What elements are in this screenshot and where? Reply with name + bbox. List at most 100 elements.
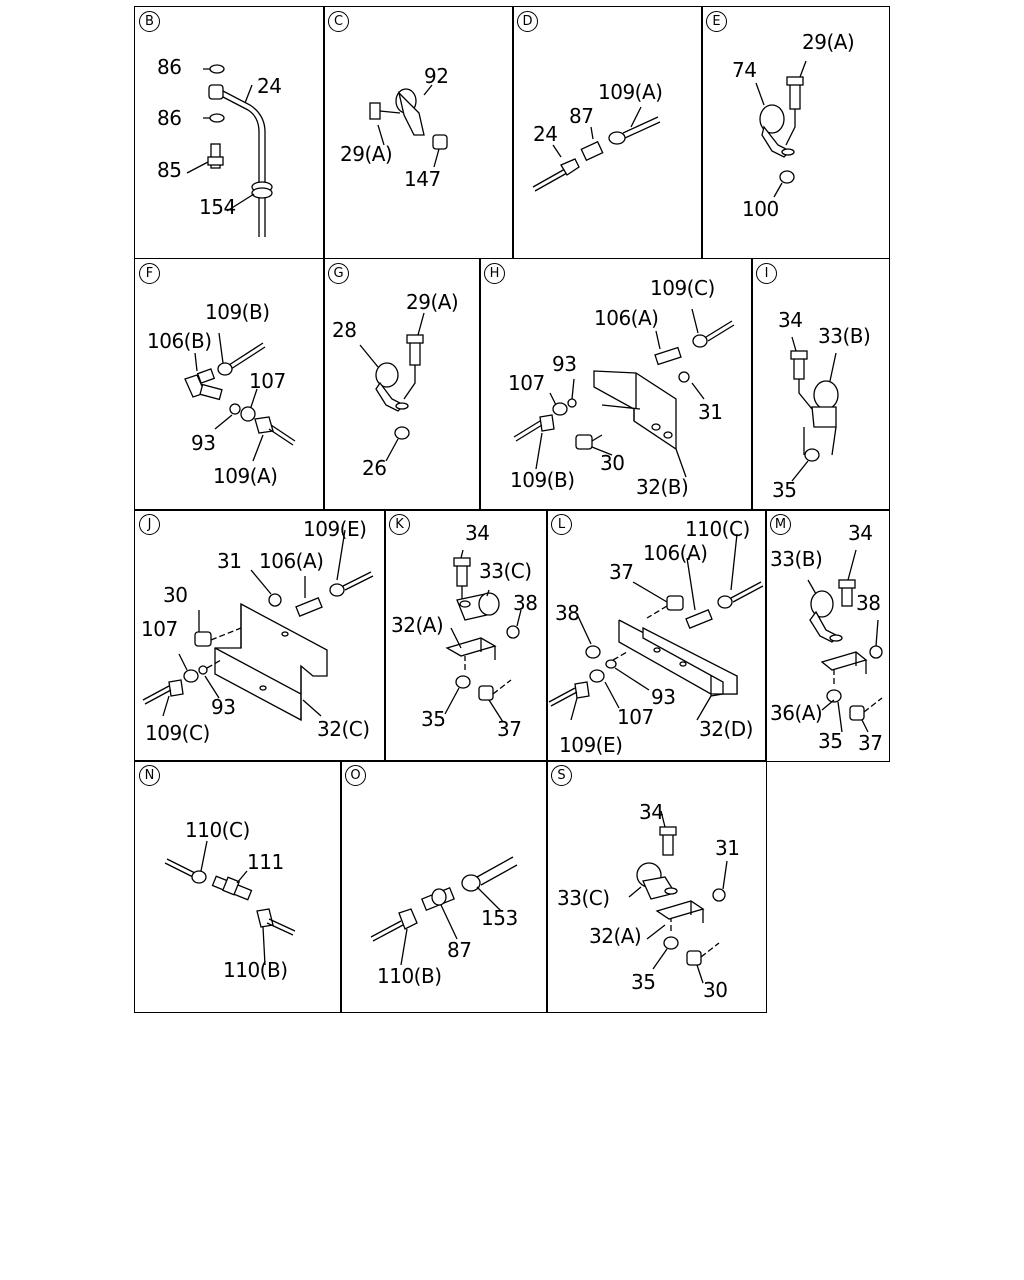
pipe-assembly-drawing <box>186 64 273 237</box>
callout-label: 86 <box>157 106 182 130</box>
bracket-assembly-drawing <box>513 308 735 478</box>
callout-label: 26 <box>362 456 387 480</box>
callout-label: 34 <box>848 521 873 545</box>
callout-label: 109(B) <box>510 468 575 492</box>
callout-label: 33(C) <box>557 886 610 910</box>
clamp-assembly-drawing <box>790 336 839 482</box>
callout-label: 106(A) <box>643 541 708 565</box>
callout-label: 31 <box>715 836 740 860</box>
callout-label: 37 <box>609 560 634 584</box>
callout-label: 93 <box>552 352 577 376</box>
panel-m: M 34 33(B) 38 36(A) 35 37 <box>765 509 890 762</box>
panel-i: I 34 33(B) 35 <box>751 258 890 511</box>
panel-letter: O <box>345 765 366 786</box>
callout-label: 111 <box>247 850 284 874</box>
callout-label: 86 <box>157 55 182 79</box>
panel-n: N 110(C) 111 110(B) <box>134 760 342 1013</box>
callout-label: 92 <box>424 64 449 88</box>
callout-label: 109(C) <box>145 721 210 745</box>
clamp-bracket-drawing <box>628 810 728 984</box>
panel-e: E 29(A) 74 100 <box>701 6 890 259</box>
callout-label: 28 <box>332 318 357 342</box>
panel-f: F 109(B) 106(B) 107 93 109(A) <box>134 258 325 511</box>
panel-letter: I <box>756 263 777 284</box>
panel-letter: E <box>706 11 727 32</box>
callout-label: 38 <box>555 601 580 625</box>
clamp-bracket-drawing <box>807 549 883 733</box>
callout-label: 35 <box>631 970 656 994</box>
callout-label: 33(C) <box>479 559 532 583</box>
callout-label: 106(A) <box>259 549 324 573</box>
callout-label: 29(A) <box>802 30 855 54</box>
panel-h: H 109(C) 106(A) 93 107 31 30 109(B) 32(B… <box>479 258 753 511</box>
callout-label: 30 <box>703 978 728 1002</box>
clamp-assembly-drawing <box>755 60 807 198</box>
callout-label: 24 <box>533 122 558 146</box>
callout-label: 32(A) <box>589 924 642 948</box>
callout-label: 93 <box>651 685 676 709</box>
callout-label: 93 <box>211 695 236 719</box>
callout-label: 74 <box>732 58 757 82</box>
callout-label: 30 <box>600 451 625 475</box>
callout-label: 29(A) <box>340 142 393 166</box>
panel-s: S 34 31 33(C) 32(A) 35 30 <box>546 760 767 1013</box>
callout-label: 93 <box>191 431 216 455</box>
callout-label: 29(A) <box>406 290 459 314</box>
callout-label: 109(B) <box>205 300 270 324</box>
callout-label: 153 <box>481 906 518 930</box>
panel-o: O 153 87 110(B) <box>340 760 548 1013</box>
callout-label: 36(A) <box>770 701 823 725</box>
panel-d: D 109(A) 87 24 <box>512 6 703 259</box>
callout-label: 34 <box>465 521 490 545</box>
callout-label: 107 <box>249 369 286 393</box>
callout-label: 34 <box>639 800 664 824</box>
fitting-assembly-drawing <box>532 106 661 192</box>
callout-label: 85 <box>157 158 182 182</box>
callout-label: 37 <box>858 731 883 755</box>
callout-label: 34 <box>778 308 803 332</box>
clamp-bracket-drawing <box>444 549 522 723</box>
callout-label: 32(D) <box>699 717 753 741</box>
callout-label: 109(E) <box>303 517 367 541</box>
panel-letter: L <box>551 514 572 535</box>
callout-label: 31 <box>698 400 723 424</box>
panel-letter: D <box>517 11 538 32</box>
panel-g: G 29(A) 28 26 <box>323 258 481 511</box>
callout-label: 147 <box>404 167 441 191</box>
callout-label: 154 <box>199 195 236 219</box>
callout-label: 38 <box>856 591 881 615</box>
callout-label: 24 <box>257 74 282 98</box>
panel-letter: K <box>389 514 410 535</box>
panel-letter: J <box>139 514 160 535</box>
callout-label: 106(B) <box>147 329 212 353</box>
callout-label: 35 <box>772 478 797 502</box>
callout-label: 107 <box>141 617 178 641</box>
callout-label: 109(E) <box>559 733 623 757</box>
panel-letter: H <box>484 263 505 284</box>
panel-c: C 92 29(A) 147 <box>323 6 514 259</box>
callout-label: 110(B) <box>377 964 442 988</box>
clamp-assembly-drawing <box>359 312 425 462</box>
callout-label: 30 <box>163 583 188 607</box>
panel-letter: B <box>139 11 160 32</box>
panel-k: K 34 33(C) 38 32(A) 35 37 <box>384 509 548 762</box>
panel-letter: G <box>328 263 349 284</box>
callout-label: 37 <box>497 717 522 741</box>
panel-l: L 110(C) 106(A) 37 38 93 107 109(E) 32(D… <box>546 509 767 762</box>
bracket-assembly-drawing <box>142 529 374 722</box>
bracket-assembly-drawing <box>548 533 764 721</box>
callout-label: 107 <box>508 371 545 395</box>
callout-label: 110(C) <box>685 517 750 541</box>
callout-label: 109(A) <box>213 464 278 488</box>
callout-label: 31 <box>217 549 242 573</box>
callout-label: 106(A) <box>594 306 659 330</box>
panel-j: J 109(E) 31 106(A) 30 107 93 109(C) 32(C… <box>134 509 386 762</box>
callout-label: 32(A) <box>391 613 444 637</box>
panel-letter: C <box>328 11 349 32</box>
callout-label: 110(B) <box>223 958 288 982</box>
panel-letter: N <box>139 765 160 786</box>
joint-assembly-drawing <box>164 840 296 966</box>
panel-letter: S <box>551 765 572 786</box>
clip-assembly-drawing <box>369 84 448 168</box>
callout-label: 35 <box>818 729 843 753</box>
